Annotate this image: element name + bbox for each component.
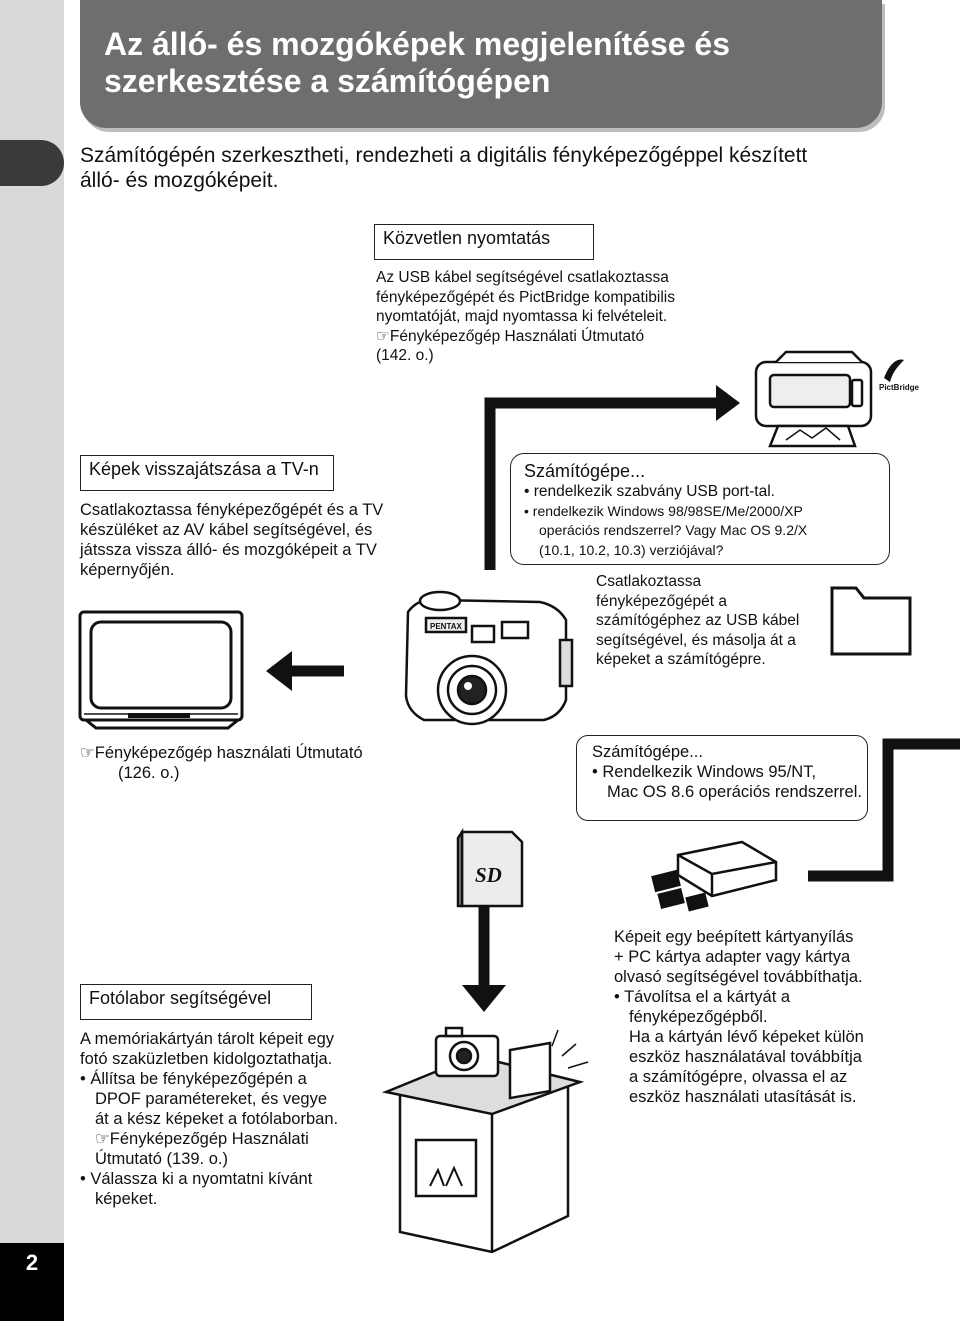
photo-shop-icon	[381, 1026, 589, 1254]
section-tab	[0, 140, 64, 186]
photo-lab-line: fotó szaküzletben kidolgoztathatja.	[80, 1050, 333, 1068]
intro-line1: Számítógépén szerkesztheti, rendezheti a…	[80, 144, 808, 167]
camera-brand: PENTAX	[430, 622, 463, 631]
computer-usb-bullet: • rendelkezik Windows 98/98SE/Me/2000/XP	[524, 502, 803, 519]
sidebar	[0, 0, 64, 1321]
computer-usb-box	[510, 453, 890, 565]
computer-usb-bullet-cont: operációs rendszerrel? Vagy Mac OS 9.2/X	[539, 522, 808, 538]
card-reader-bullet-cont: Ha a kártyán lévő képeket külön	[629, 1028, 864, 1046]
sd-card-icon: SD	[456, 827, 524, 908]
computer-old-bullet: • Rendelkezik Windows 95/NT,	[592, 763, 817, 781]
card-reader-icon	[651, 840, 778, 912]
page-title: Az álló- és mozgóképek megjelenítése és …	[104, 26, 864, 100]
folder-icon	[830, 586, 912, 656]
photo-lab-bullet: • Állítsa be fényképezőgépén a	[80, 1070, 307, 1088]
tv-playback-line: játssza vissza álló- és mozgóképeit a TV	[80, 541, 377, 559]
arrow-down-icon	[462, 905, 506, 1012]
tv-icon	[78, 610, 244, 730]
direct-print-ref: ☞Fényképezőgép Használati Útmutató	[376, 327, 645, 345]
computer-old-title: Számítógépe...	[592, 743, 703, 761]
page-title-line1: Az álló- és mozgóképek megjelenítése és	[104, 26, 731, 62]
photo-lab-bullet-cont: képeket.	[95, 1190, 158, 1208]
tv-playback-ref: ☞Fényképezőgép használati Útmutató (126.…	[80, 743, 400, 783]
computer-usb-text: Számítógépe... • rendelkezik szabvány US…	[524, 460, 884, 560]
card-reader-text: Képeit egy beépített kártyanyílás + PC k…	[614, 927, 914, 1107]
instruction-line: fényképezőgépét a	[596, 592, 727, 610]
tv-playback-text: Csatlakoztassa fényképezőgépét és a TV k…	[80, 500, 420, 580]
photo-lab-ref: Útmutató (139. o.)	[95, 1150, 228, 1168]
direct-print-ref-page: (142. o.)	[376, 347, 434, 364]
card-reader-bullet-cont: eszköz használatával továbbítja	[629, 1048, 862, 1066]
computer-usb-bullet: • rendelkezik szabvány USB port-tal.	[524, 483, 775, 500]
card-reader-bullet-cont: eszköz használati utasítását is.	[629, 1088, 857, 1106]
printer-icon	[754, 350, 873, 448]
computer-usb-bullet-cont: (10.1, 10.2, 10.3) verziójával?	[539, 541, 724, 558]
photo-lab-text: A memóriakártyán tárolt képeit egy fotó …	[80, 1029, 400, 1209]
pictbridge-logo: PictBridge	[879, 359, 920, 392]
intro-line2: álló- és mozgóképeit.	[80, 169, 279, 192]
arrow-right-icon	[484, 385, 740, 570]
camera-icon: PENTAX	[404, 590, 574, 726]
direct-print-line: Az USB kábel segítségével csatlakoztassa	[376, 269, 669, 286]
direct-print-line: nyomtatóját, majd nyomtassa ki felvétele…	[376, 308, 668, 325]
connector-line	[808, 738, 960, 882]
photo-lab-ref: ☞Fényképezőgép Használati	[95, 1130, 309, 1148]
instruction-line: számítógéphez az USB kábel	[596, 612, 800, 629]
page-number-box	[0, 1243, 64, 1321]
photo-lab-bullet-cont: DPOF paramétereket, és vegye	[95, 1090, 328, 1108]
card-reader-line: olvasó segítségével továbbíthatja.	[614, 968, 863, 986]
photo-lab-bullet: • Válassza ki a nyomtatni kívánt	[80, 1170, 313, 1188]
tv-playback-line: Csatlakoztassa fényképezőgépét és a TV	[80, 501, 384, 519]
tv-playback-line: készüléket az AV kábel segítségével, és	[80, 521, 373, 539]
computer-old-bullet-cont: Mac OS 8.6 operációs rendszerrel.	[607, 783, 862, 801]
instruction-line: képeket a számítógépre.	[596, 651, 766, 668]
photo-lab-line: A memóriakártyán tárolt képeit egy	[80, 1030, 335, 1048]
instruction-line: segítségével, és másolja át a	[596, 631, 796, 649]
pictbridge-text: PictBridge	[879, 383, 920, 392]
instruction-line: Csatlakoztassa	[596, 573, 702, 590]
photo-lab-label: Fotólabor segítségével	[80, 984, 312, 1020]
computer-old-text: Számítógépe... • Rendelkezik Windows 95/…	[592, 742, 864, 802]
direct-print-text: Az USB kábel segítségével csatlakoztassa…	[376, 268, 736, 366]
title-banner	[80, 0, 882, 128]
direct-print-label: Közvetlen nyomtatás	[374, 224, 594, 260]
tv-playback-label: Képek visszajátszása a TV-n	[80, 455, 334, 491]
card-reader-line: + PC kártya adapter vagy kártya	[614, 948, 851, 966]
computer-usb-instructions: Csatlakoztassa fényképezőgépét a számító…	[596, 572, 836, 670]
arrow-left-icon	[266, 651, 344, 691]
page-number: 2	[25, 1250, 39, 1275]
computer-usb-title: Számítógépe...	[524, 461, 646, 481]
direct-print-line: fényképezőgépét és PictBridge kompatibil…	[376, 288, 675, 306]
card-reader-bullet: • Távolítsa el a kártyát a	[614, 988, 791, 1006]
card-reader-bullet-cont: a számítógépre, olvassa el az	[629, 1068, 848, 1086]
card-reader-line: Képeit egy beépített kártyanyílás	[614, 928, 854, 946]
photo-lab-bullet-cont: át a kész képeket a fotólaborban.	[95, 1110, 339, 1128]
tv-playback-line: képernyőjén.	[80, 561, 175, 579]
intro-text: Számítógépén szerkesztheti, rendezheti a…	[80, 143, 880, 193]
tv-playback-ref-line1: ☞Fényképezőgép használati Útmutató	[80, 744, 363, 762]
computer-old-box	[576, 735, 868, 821]
tv-playback-ref-line2: (126. o.)	[118, 764, 180, 782]
card-reader-bullet-cont: fényképezőgépből.	[629, 1008, 768, 1026]
page-title-line2: szerkesztése a számítógépen	[104, 63, 551, 99]
sd-card-label: SD	[475, 863, 502, 887]
